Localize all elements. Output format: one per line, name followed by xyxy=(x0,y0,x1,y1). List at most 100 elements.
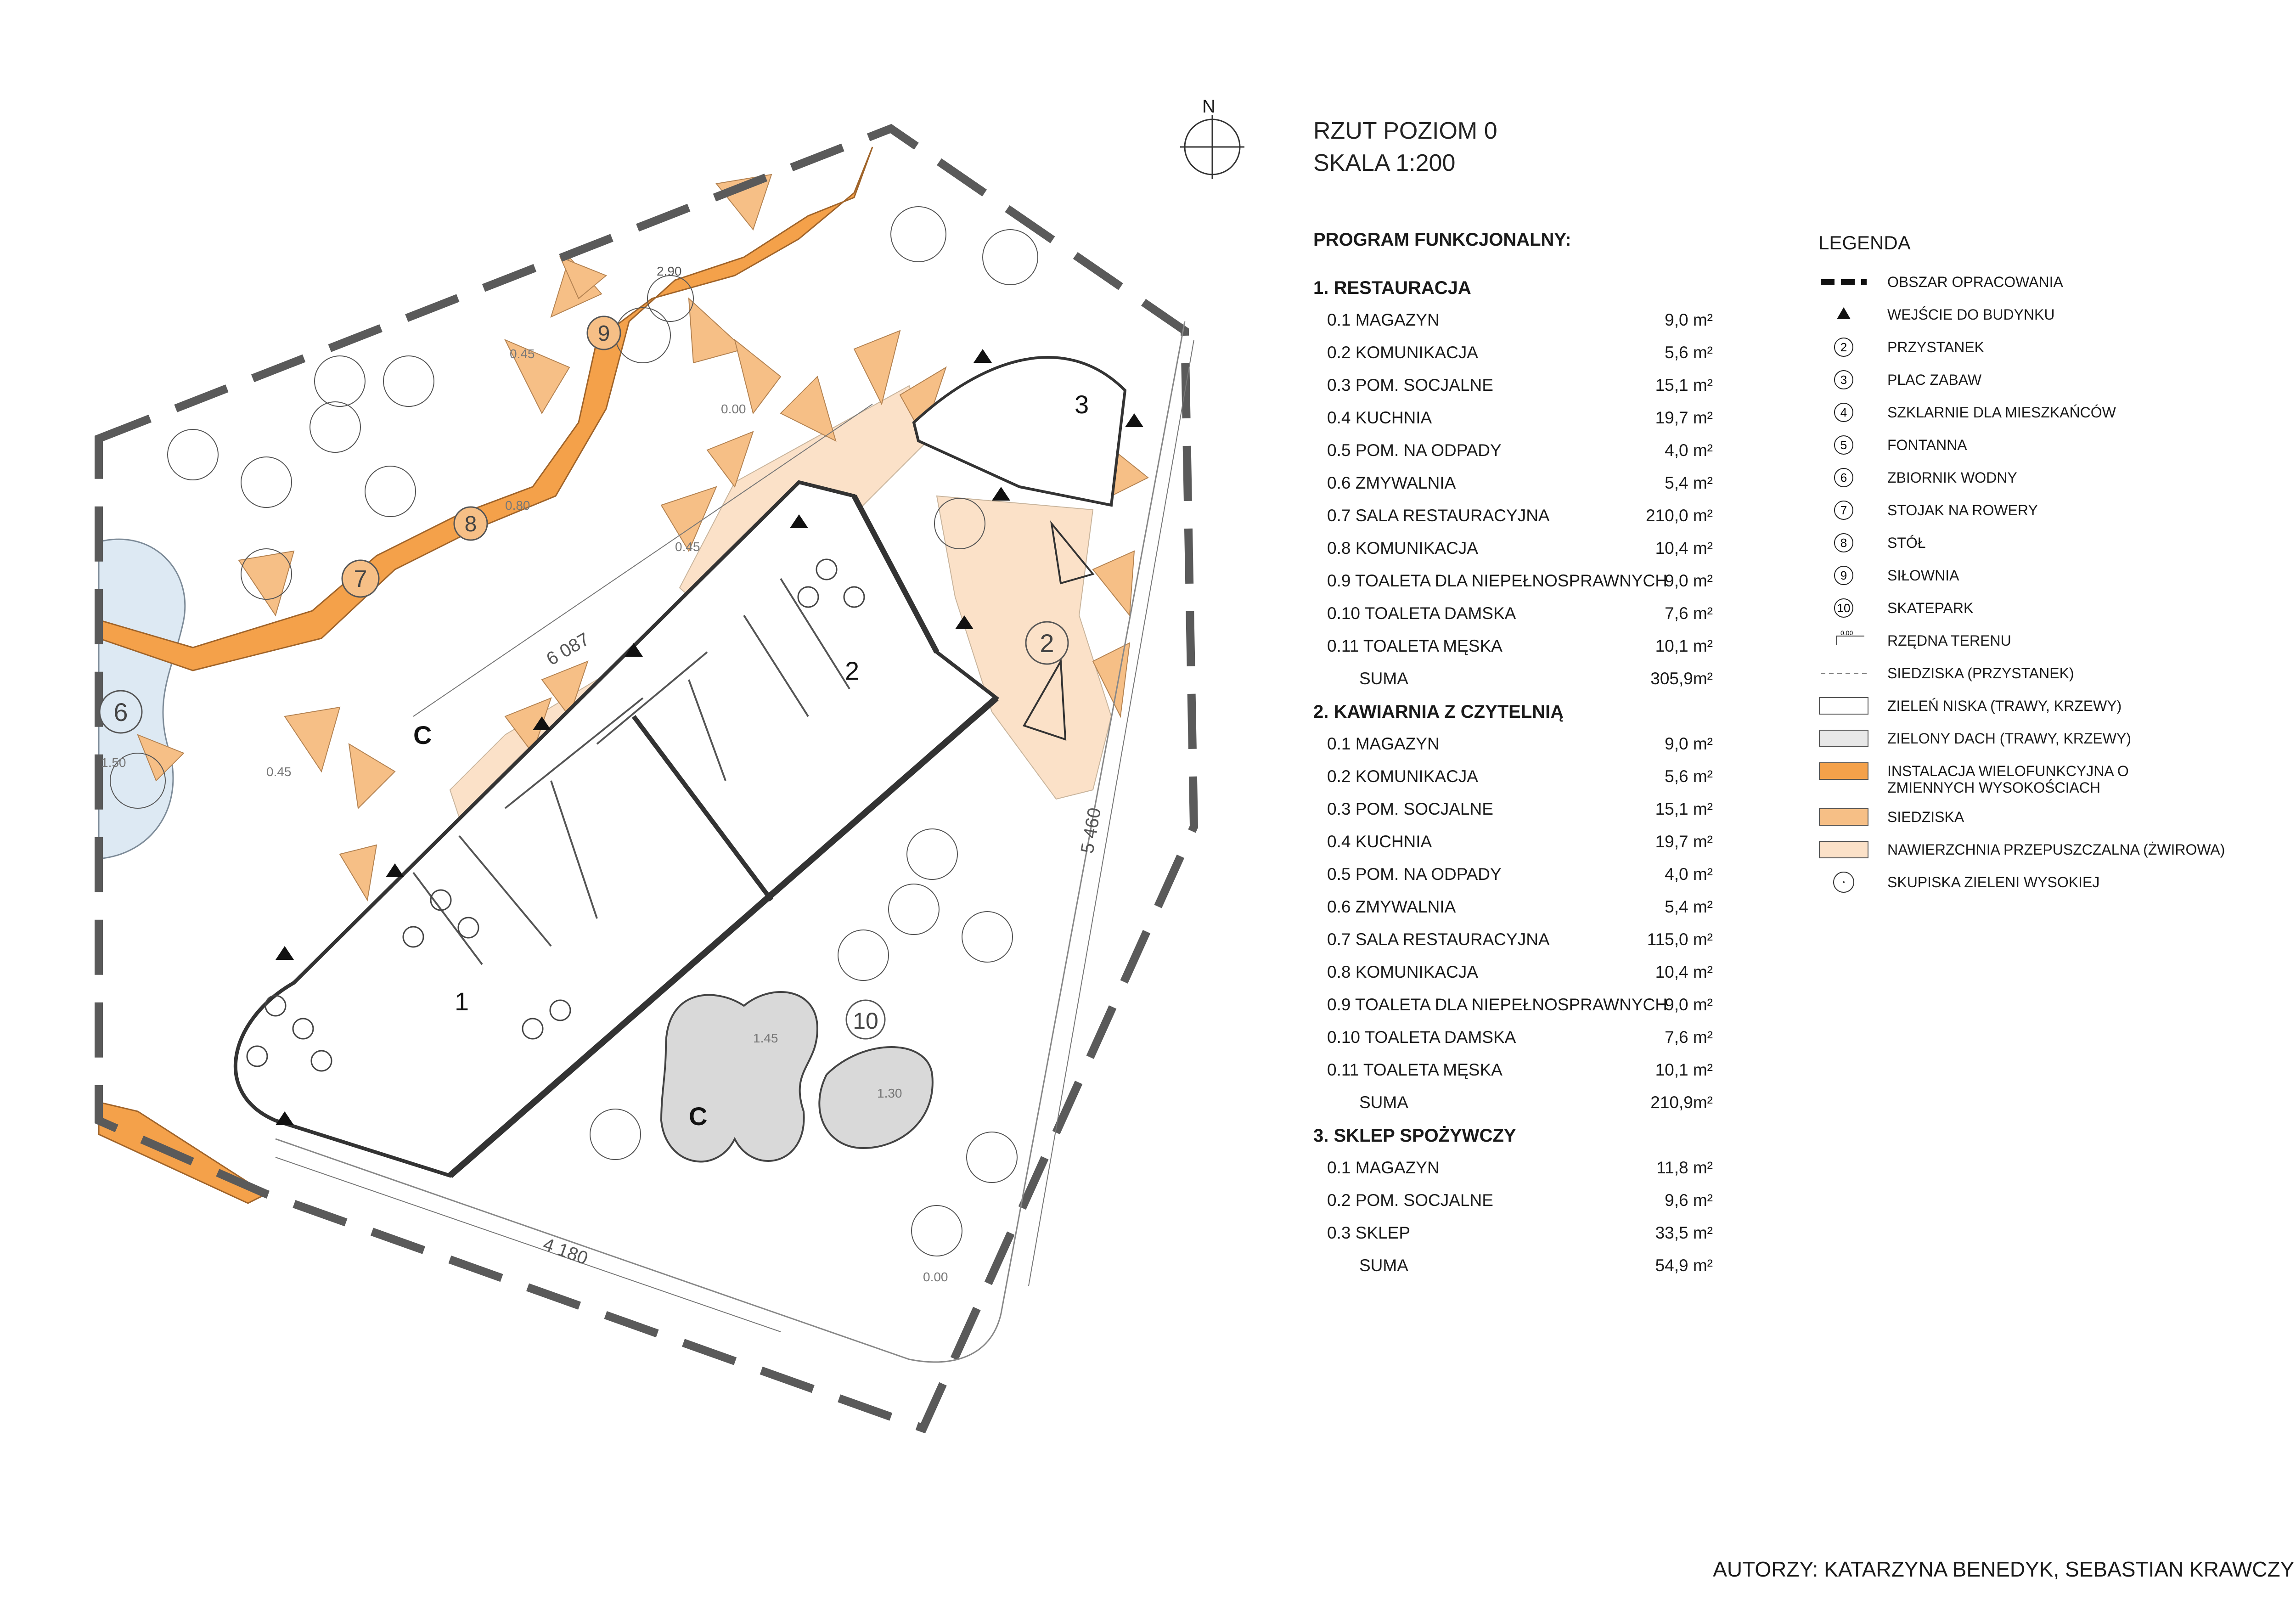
marker-2: 2 xyxy=(1025,621,1069,665)
water-reservoir xyxy=(98,538,186,860)
legend-label: PLAC ZABAW xyxy=(1887,372,1982,388)
legend-symbol-circle-number: 6 xyxy=(1834,468,1853,487)
program-row-label: 0.5 POM. NA ODPADY xyxy=(1327,441,1502,460)
legend-number: 10 xyxy=(1837,601,1851,615)
legend-label: NAWIERZCHNIA PRZEPUSZCZALNA (ŻWIROWA) xyxy=(1887,841,2225,858)
authors-credit: AUTORZY: KATARZYNA BENEDYK, SEBASTIAN KR… xyxy=(1713,1557,2296,1581)
program-row-area: 15,1 m² xyxy=(1655,800,1713,818)
program-row: 0.8 KOMUNIKACJA 10,4 m² xyxy=(1327,539,1713,562)
program-row-label: 0.11 TOALETA MĘSKA xyxy=(1327,637,1503,655)
dimension-gym: 2.90 xyxy=(657,264,682,278)
legend-label: SIEDZISKA (PRZYSTANEK) xyxy=(1887,665,2074,682)
program-row-area: 9,6 m² xyxy=(1665,1191,1713,1210)
program-row: 0.2 KOMUNIKACJA 5,6 m² xyxy=(1327,767,1713,790)
plan-graphics xyxy=(95,115,1244,1434)
legend-symbol-tree xyxy=(1833,872,1854,893)
legend-label: ZIELONY DACH (TRAWY, KRZEWY) xyxy=(1887,730,2132,747)
program-row-label: 0.10 TOALETA DAMSKA xyxy=(1327,604,1516,623)
program-sum-value: 305,9m² xyxy=(1650,669,1713,688)
program-row-label: 0.2 KOMUNIKACJA xyxy=(1327,343,1478,362)
program-row-area: 115,0 m² xyxy=(1647,930,1713,949)
legend-symbol-box xyxy=(1819,730,1868,747)
legend-symbol-circle-number: 9 xyxy=(1834,566,1853,585)
north-label: N xyxy=(1202,96,1216,117)
play-triangle-2 xyxy=(1023,658,1067,741)
legend-label: INSTALACJA WIELOFUNKCYJNA O ZMIENNYCH WY… xyxy=(1887,763,2129,796)
program-section-title: 2. KAWIARNIA Z CZYTELNIĄ xyxy=(1313,702,1564,722)
program-row-label: 0.1 MAGAZYN xyxy=(1327,734,1440,753)
dimension-line-south xyxy=(275,1157,781,1332)
legend-item: ZIELEŃ NISKA (TRAWY, KRZEWY) xyxy=(1818,695,2296,722)
program-row-area: 9,0 m² xyxy=(1665,995,1713,1014)
legend-label: OBSZAR OPRACOWANIA xyxy=(1887,274,2063,290)
legend-number: 4 xyxy=(1840,406,1847,419)
level-5: 0.00 xyxy=(721,402,746,416)
program-row-label: 0.3 POM. SOCJALNE xyxy=(1327,376,1493,394)
zone-3-label: 3 xyxy=(1075,390,1089,419)
legend-symbol-thin-dashed xyxy=(1821,673,1867,674)
legend-label: RZĘDNA TERENU xyxy=(1887,632,2011,649)
marker-10-label: 10 xyxy=(853,1008,878,1034)
dimension-line-north xyxy=(413,404,873,717)
program-row-area: 10,4 m² xyxy=(1655,963,1713,981)
level-2: 0.80 xyxy=(505,498,530,513)
legend-label: ZIELEŃ NISKA (TRAWY, KRZEWY) xyxy=(1887,698,2122,714)
legend-label: SIEDZISKA xyxy=(1887,809,1964,825)
legend-number: 5 xyxy=(1840,438,1847,452)
legend-number: 3 xyxy=(1840,373,1847,387)
program-row-label: 0.3 SKLEP xyxy=(1327,1223,1411,1242)
plan-markers: 9 8 7 6 2 10 1 2 3 C C 6 087 4 180 5 460 xyxy=(99,264,1105,1284)
program-row-area: 5,6 m² xyxy=(1665,767,1713,786)
legend-number: 9 xyxy=(1840,569,1847,582)
legend-label: WEJŚCIE DO BUDYNKU xyxy=(1887,306,2055,323)
legend-item: OBSZAR OPRACOWANIA xyxy=(1818,271,2296,299)
legend-item: 3 PLAC ZABAW xyxy=(1818,369,2296,396)
drawing-scale: SKALA 1:200 xyxy=(1313,150,1456,176)
program-row: 0.5 POM. NA ODPADY 4,0 m² xyxy=(1327,441,1713,464)
marker-9-label: 9 xyxy=(598,321,610,346)
program-section-title: 1. RESTAURACJA xyxy=(1313,278,1471,298)
program-row-area: 9,0 m² xyxy=(1665,571,1713,590)
program-row-label: 0.5 POM. NA ODPADY xyxy=(1327,865,1502,884)
walkway-edge xyxy=(275,321,1186,1363)
section-mark-top: C xyxy=(413,721,432,749)
marker-7: 7 xyxy=(341,559,380,598)
level-9: 1.50 xyxy=(101,755,126,770)
program-row-area: 4,0 m² xyxy=(1665,865,1713,884)
zone-1-label: 1 xyxy=(455,987,469,1016)
program-row-label: 0.8 KOMUNIKACJA xyxy=(1327,539,1478,558)
level-4: 0.45 xyxy=(266,765,292,779)
program-row-area: 4,0 m² xyxy=(1665,441,1713,460)
program-row-label: 0.4 KUCHNIA xyxy=(1327,832,1432,851)
legend-title: LEGENDA xyxy=(1818,232,1911,253)
marker-8: 8 xyxy=(453,506,488,541)
program-row-area: 210,0 m² xyxy=(1645,506,1713,525)
program-row-area: 19,7 m² xyxy=(1655,408,1713,427)
ramp-south-west xyxy=(98,1101,268,1204)
marker-9: 9 xyxy=(586,315,621,350)
program-row-label: 0.1 MAGAZYN xyxy=(1327,310,1440,329)
level-6: 0.00 xyxy=(923,1270,948,1284)
program-row-area: 10,4 m² xyxy=(1655,539,1713,558)
program-row-label: 0.2 KOMUNIKACJA xyxy=(1327,767,1478,786)
legend-level-value: 0.00 xyxy=(1840,630,1853,637)
site-boundary xyxy=(95,124,1199,1434)
gravel-surface-east xyxy=(936,495,1112,800)
legend-label: PRZYSTANEK xyxy=(1887,339,1984,355)
